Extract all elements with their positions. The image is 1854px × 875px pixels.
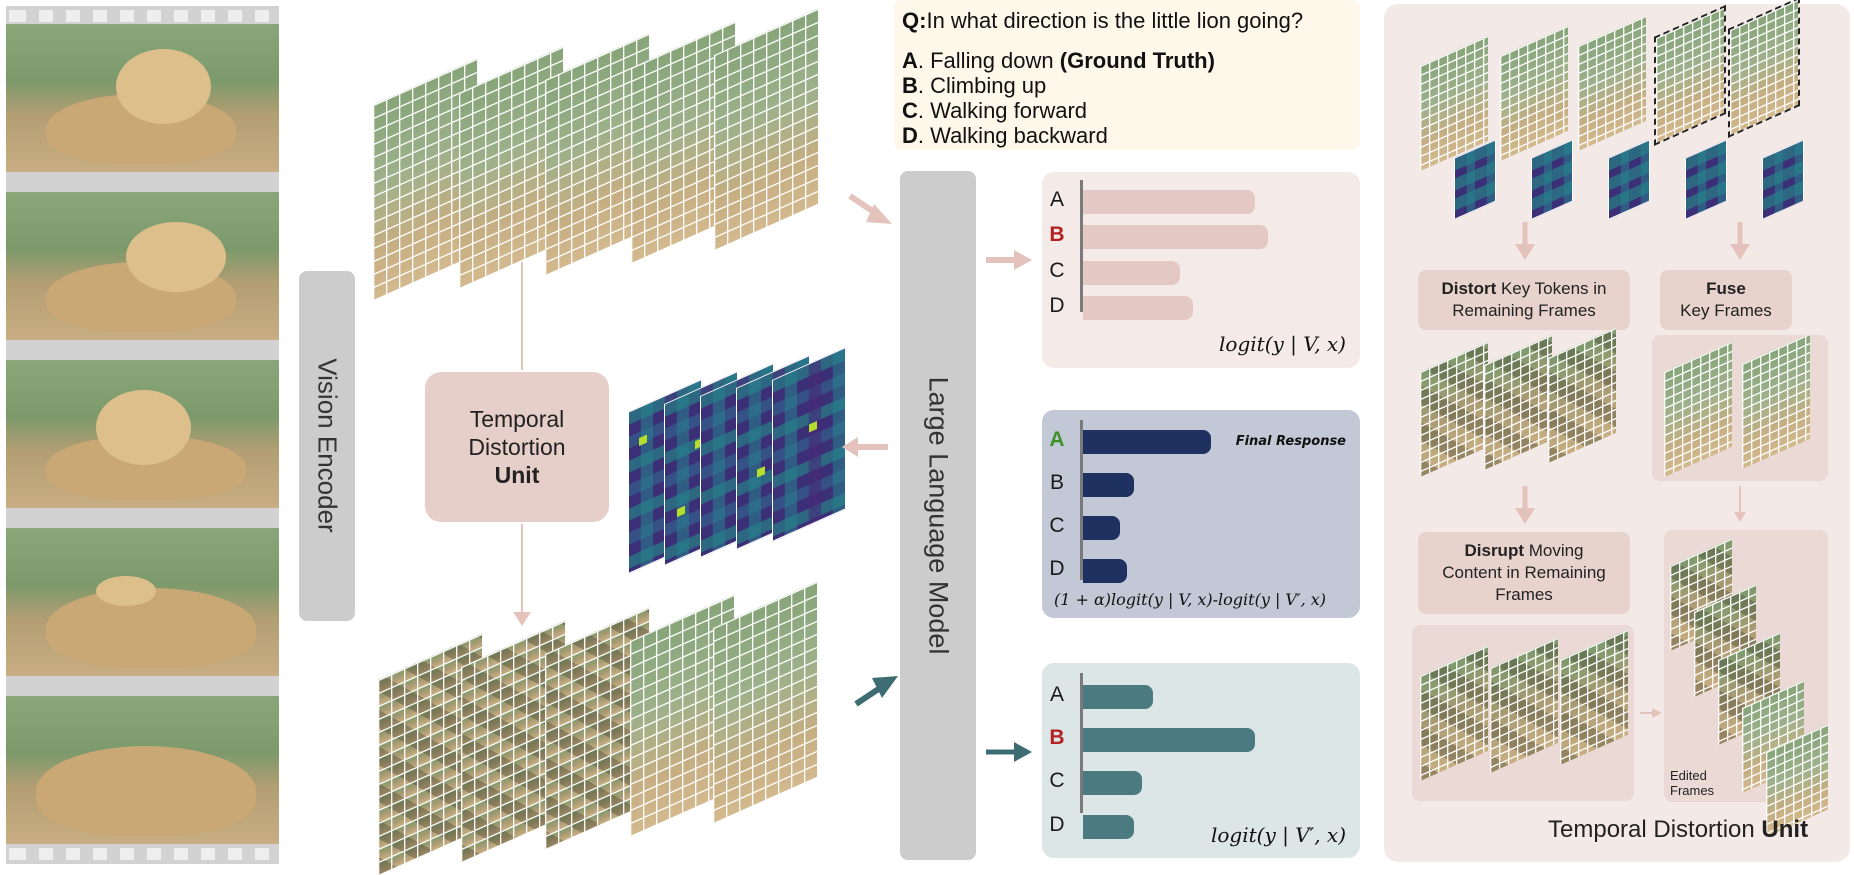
question-line: Q:In what direction is the little lion g… <box>902 8 1303 34</box>
distorted-to-llm-arrow <box>854 676 898 707</box>
arrow-fused-to-edited <box>1734 486 1746 522</box>
distorted-axis <box>1080 673 1083 813</box>
original-to-llm-arrow <box>848 193 892 224</box>
arrow-to-fuse-box <box>1730 222 1750 260</box>
option-a: A. Falling down (Ground Truth) <box>902 48 1215 73</box>
llm-label: Large Language Model <box>923 376 954 655</box>
distorted-bar-b <box>1083 728 1255 752</box>
tdu-line1: Temporal <box>469 406 565 432</box>
contrast-option-label-d: D <box>1049 557 1065 580</box>
contrast-axis <box>1080 420 1083 580</box>
question-prefix: Q: <box>902 8 927 33</box>
question-box: Q:In what direction is the little lion g… <box>894 0 1360 150</box>
original-formula: logit(y | V, x) <box>1219 332 1346 356</box>
final-response-label: Final Response <box>1235 434 1346 449</box>
vision-encoder-label: Vision Encoder <box>312 358 343 533</box>
question-text: In what direction is the little lion goi… <box>926 8 1304 33</box>
distorted-option-label-a: A <box>1049 683 1064 706</box>
original-option-label-c: C <box>1049 259 1065 282</box>
contrast-bar-d <box>1083 559 1127 583</box>
option-d: D. Walking backward <box>902 123 1108 148</box>
distorted-option-label-d: D <box>1049 813 1065 836</box>
contrast-option-label-a: A <box>1049 428 1065 451</box>
original-bar-c <box>1083 261 1180 285</box>
fuse-key-frames-step: Fuse Key Frames <box>1660 270 1792 330</box>
distorted-option-label-b: B <box>1049 726 1065 749</box>
vision-encoder-block <box>299 271 355 621</box>
video-frame-5 <box>6 696 279 844</box>
tdu-line3: Unit <box>494 462 540 488</box>
tdu-line2: Distortion <box>468 434 566 460</box>
option-b: B. Climbing up <box>902 73 1047 98</box>
distorted-bar-c <box>1083 771 1142 795</box>
original-option-label-a: A <box>1049 188 1064 211</box>
contrast-option-label-c: C <box>1049 514 1065 537</box>
option-c: C. Walking forward <box>902 98 1088 123</box>
distorted-bar-a <box>1083 685 1153 709</box>
edited-frames-label: Edited Frames <box>1670 768 1715 798</box>
video-frame-1 <box>6 24 279 172</box>
arrow-to-distort-box <box>1515 222 1535 260</box>
llm-to-distorted-panel-arrow <box>986 742 1032 762</box>
temporal-distortion-unit-block: Temporal Distortion Unit <box>425 372 609 522</box>
original-bar-b <box>1083 225 1268 249</box>
video-frame-2 <box>6 192 279 340</box>
llm-to-unit-arrow <box>842 437 888 457</box>
llm-block <box>900 171 976 860</box>
down-arrow-to-unit <box>521 262 523 370</box>
temporal-distortion-unit-caption: Temporal Distortion Unit <box>1548 816 1809 843</box>
original-axis <box>1080 180 1083 312</box>
disrupt-moving-content-step: Disrupt Moving Content in Remaining Fram… <box>1418 532 1630 614</box>
down-arrow-to-distorted <box>513 524 531 626</box>
contrast-formula: (1 + α)logit(y | V, x)-logit(y | V′, x) <box>1054 590 1327 609</box>
llm-to-original-panel-arrow <box>986 250 1032 270</box>
contrast-bar-b <box>1083 473 1134 497</box>
video-frame-3 <box>6 360 279 508</box>
distorted-option-label-c: C <box>1049 769 1065 792</box>
contrast-bar-c <box>1083 516 1120 540</box>
video-film-strip <box>6 6 279 864</box>
original-option-label-b: B <box>1049 223 1065 246</box>
distort-key-tokens-step: Distort Key Tokens in Remaining Frames <box>1418 270 1630 330</box>
distorted-formula: logit(y | V′, x) <box>1210 823 1346 847</box>
original-bar-d <box>1083 296 1193 320</box>
distorted-bar-d <box>1083 815 1134 839</box>
arrow-to-disrupt-box <box>1515 486 1535 524</box>
arrow-to-edited-frames <box>1640 708 1662 718</box>
contrast-bar-a <box>1083 430 1211 454</box>
video-frame-4 <box>6 528 279 676</box>
original-bar-a <box>1083 190 1255 214</box>
contrast-option-label-b: B <box>1049 471 1064 494</box>
original-option-label-d: D <box>1049 294 1065 317</box>
ground-truth-tag: (Ground Truth) <box>1059 48 1215 73</box>
